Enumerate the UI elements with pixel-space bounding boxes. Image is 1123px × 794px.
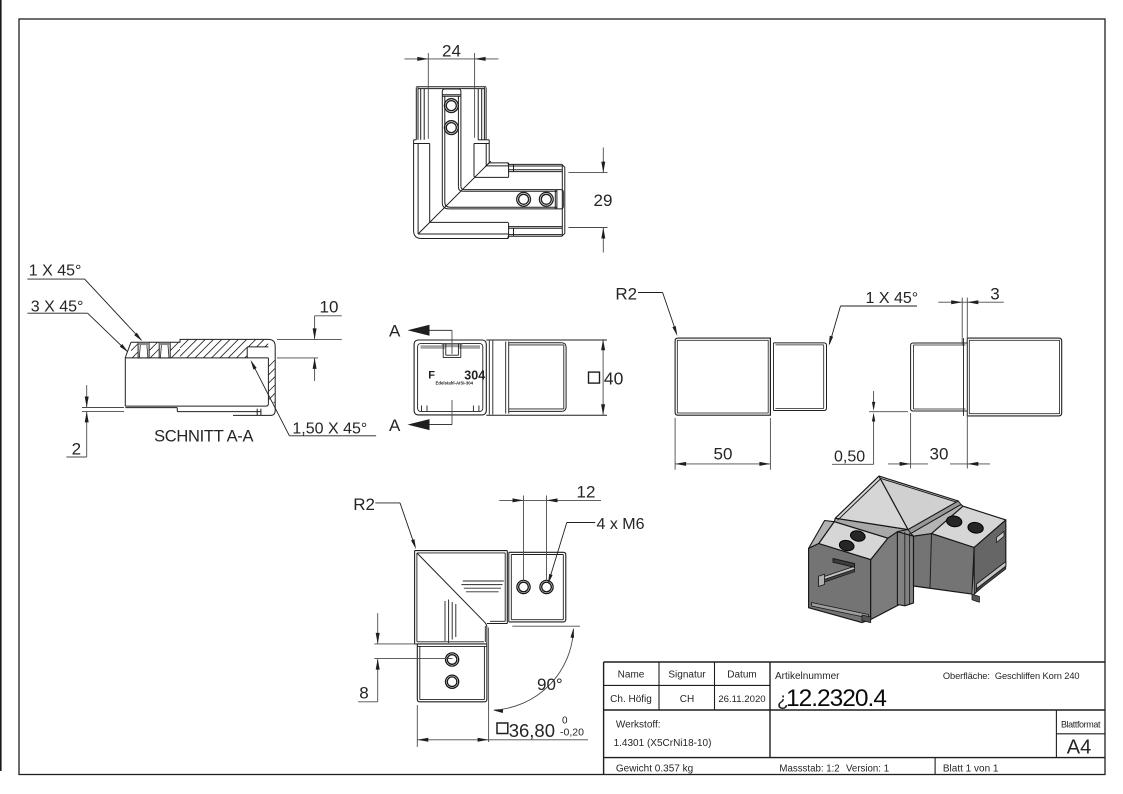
svg-text:Blattformat: Blattformat (1061, 720, 1101, 730)
svg-text:40: 40 (604, 369, 624, 389)
svg-text:Name: Name (618, 670, 645, 681)
svg-text:Gewicht 0.357 kg: Gewicht 0.357 kg (616, 764, 693, 775)
svg-text:A: A (389, 321, 401, 340)
svg-text:R2: R2 (353, 495, 375, 514)
svg-text:4 x M6: 4 x M6 (597, 516, 645, 533)
svg-text:12: 12 (577, 483, 596, 502)
svg-text:Werkstoff:: Werkstoff: (616, 720, 661, 731)
svg-text:Datum: Datum (727, 670, 756, 681)
svg-text:1.4301 (X5CrNi18-10): 1.4301 (X5CrNi18-10) (614, 738, 712, 749)
svg-text:1,50 X 45°: 1,50 X 45° (292, 421, 367, 438)
svg-text:-0,20: -0,20 (560, 726, 584, 738)
svg-text:24: 24 (442, 42, 461, 61)
svg-text:3: 3 (990, 285, 999, 304)
svg-text:Signatur: Signatur (668, 670, 706, 681)
svg-text:Ch. Höfig: Ch. Höfig (610, 694, 652, 705)
svg-text:304: 304 (464, 368, 485, 382)
svg-text:29: 29 (594, 191, 613, 210)
svg-text:SCHNITT A-A: SCHNITT A-A (154, 428, 253, 446)
svg-text:10: 10 (320, 298, 339, 317)
svg-text:12.2320.4: 12.2320.4 (786, 685, 886, 712)
svg-text:F: F (428, 370, 435, 382)
svg-text:CH: CH (680, 694, 694, 705)
svg-text:A4: A4 (1067, 737, 1091, 759)
svg-text:3 X 45°: 3 X 45° (31, 299, 84, 316)
svg-text:1 X 45°: 1 X 45° (866, 290, 919, 307)
svg-text:2: 2 (72, 439, 81, 458)
svg-text:26.11.2020: 26.11.2020 (718, 694, 765, 705)
svg-text:1 X 45°: 1 X 45° (29, 263, 82, 280)
svg-text:30: 30 (930, 445, 949, 464)
svg-text:Version: 1: Version: 1 (846, 764, 889, 775)
svg-text:Artikelnummer: Artikelnummer (775, 671, 840, 682)
svg-text:0,50: 0,50 (834, 448, 865, 465)
svg-text:Blatt 1 von 1: Blatt 1 von 1 (943, 764, 999, 775)
svg-text:Oberfläche: Geschliffen Korn: Oberfläche: Geschliffen Korn 240 (943, 671, 1080, 681)
svg-text:A: A (389, 416, 401, 435)
svg-text:90°: 90° (537, 675, 563, 694)
svg-text:Massstab: 1:2: Massstab: 1:2 (779, 764, 839, 775)
svg-text:50: 50 (714, 445, 733, 464)
svg-text:8: 8 (359, 684, 368, 703)
svg-text:R2: R2 (615, 285, 637, 304)
svg-text:Edelstahl-AISI-304: Edelstahl-AISI-304 (436, 380, 474, 385)
svg-text:0: 0 (562, 716, 568, 727)
svg-text:36,80: 36,80 (509, 720, 555, 741)
svg-text:¿: ¿ (777, 690, 789, 711)
